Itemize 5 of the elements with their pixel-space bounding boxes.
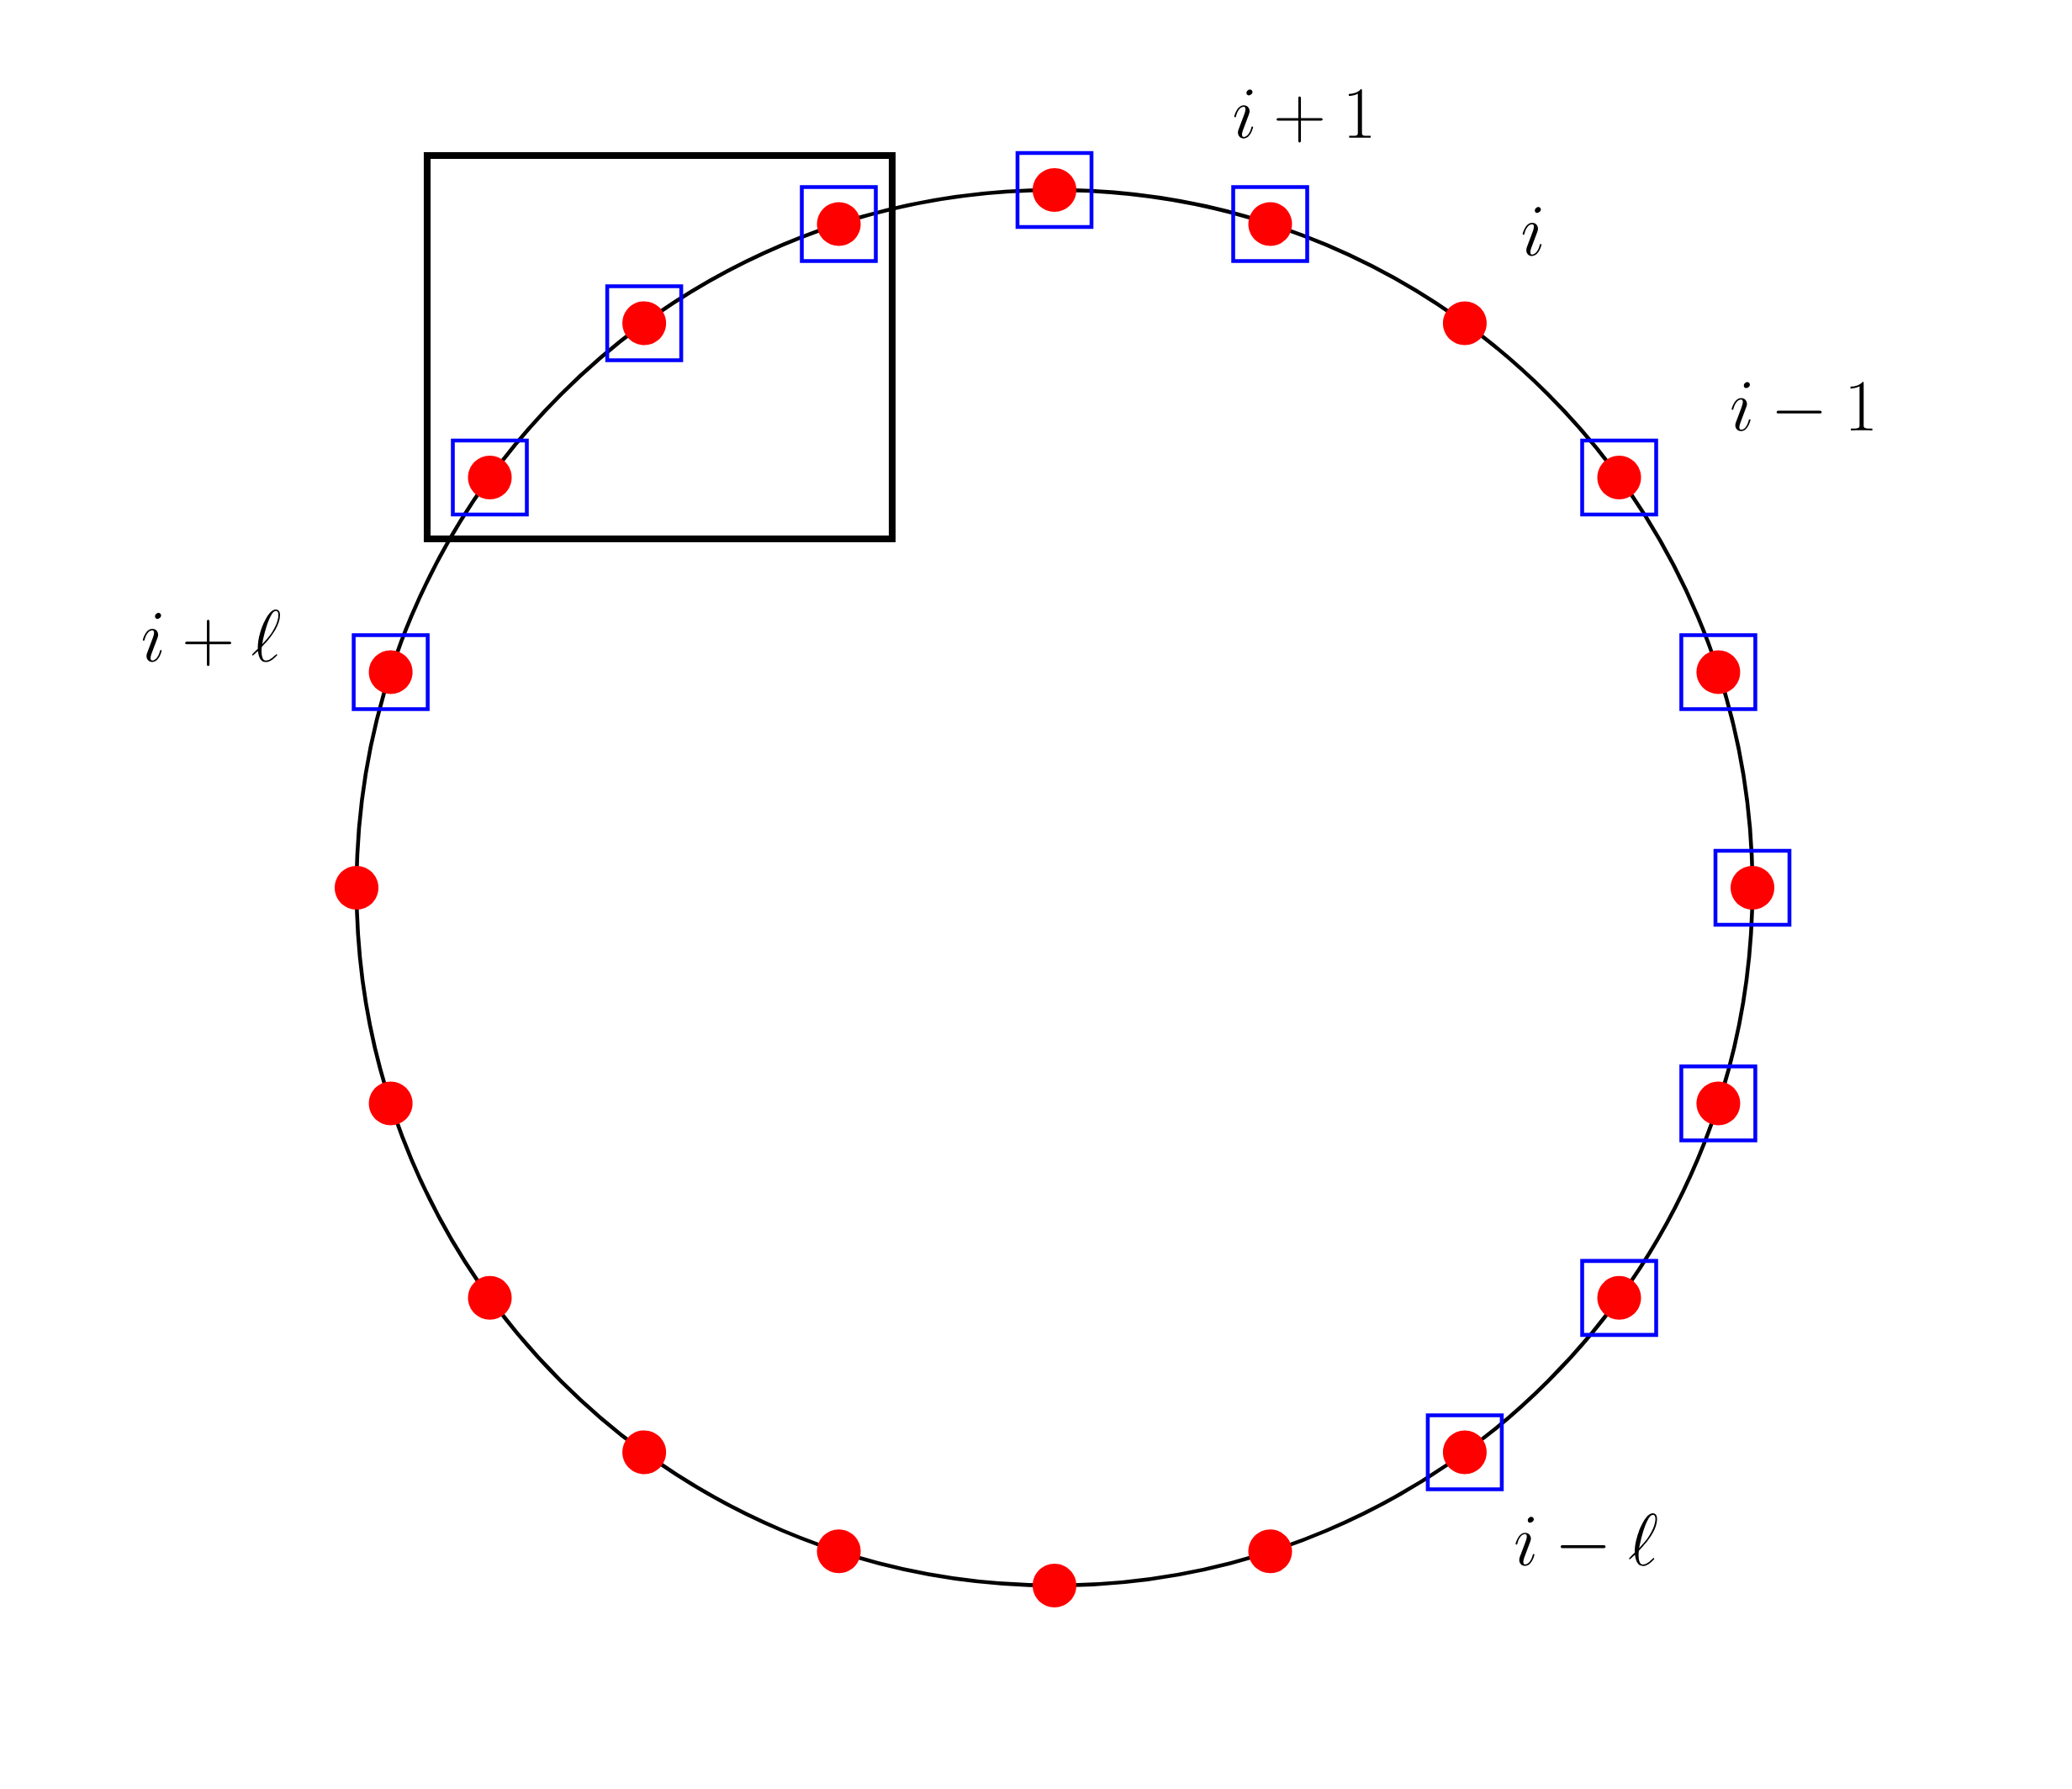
math-label: $i+1$ xyxy=(1234,89,1371,143)
math-label: $i-\ell$ xyxy=(1515,1513,1657,1566)
math-label: $i+\ell$ xyxy=(142,610,280,667)
math-label: $i$ xyxy=(1522,207,1542,256)
math-label: $i-1$ xyxy=(1731,382,1873,431)
